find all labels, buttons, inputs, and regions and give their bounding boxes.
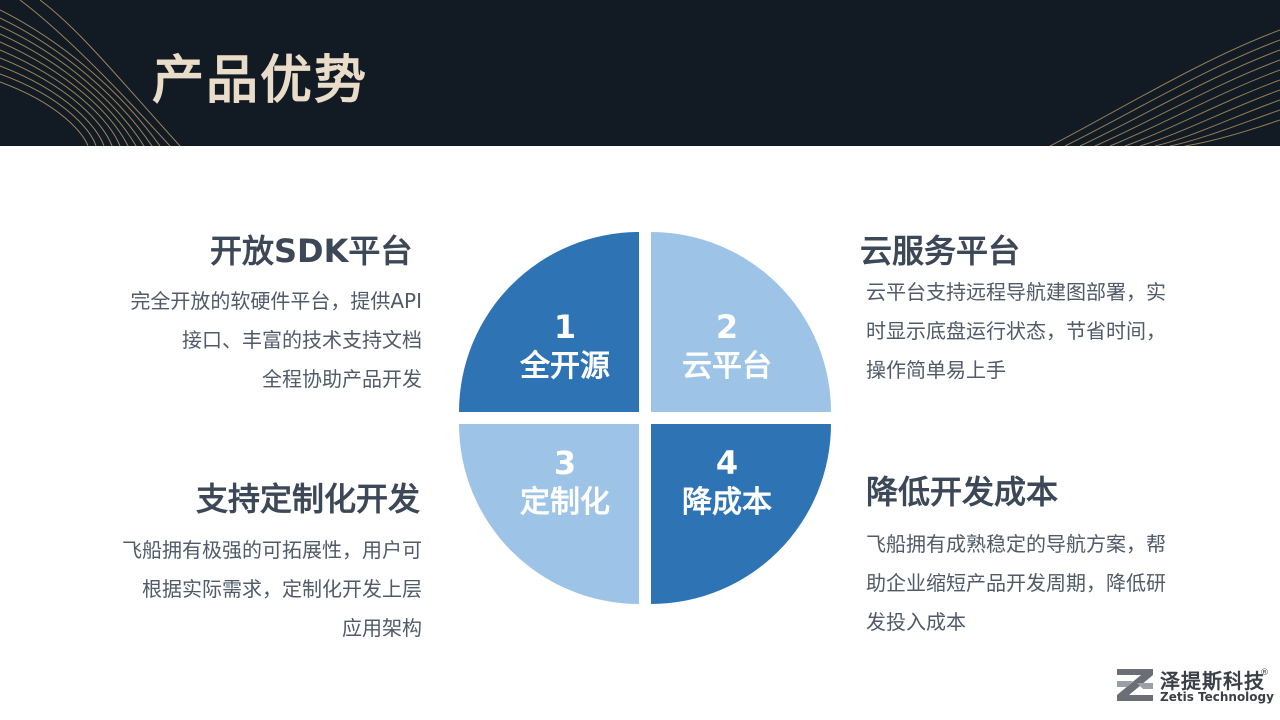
quadrant-4-segment [651, 424, 831, 604]
feature-heading-cloud-service: 云服务平台 [860, 232, 1021, 270]
feature-line: 完全开放的软硬件平台，提供API [130, 289, 422, 313]
quadrant-3-label: 定制化 [520, 485, 610, 520]
quadrant-2-segment [651, 232, 831, 412]
feature-heading-customization: 支持定制化开发 [195, 480, 420, 518]
brand-name-en: Zetis Technology [1160, 690, 1274, 704]
feature-heading-open-sdk: 开放SDK平台 [210, 232, 413, 270]
feature-line: 根据实际需求，定制化开发上层 [142, 577, 422, 601]
quadrant-4-number: 4 [716, 444, 738, 482]
feature-text-customization: 飞船拥有极强的可拓展性，用户可 根据实际需求，定制化开发上层 应用架构 [122, 531, 422, 648]
quadrant-1-label: 全开源 [519, 349, 610, 384]
header-banner: 产品优势 [0, 0, 1280, 146]
registered-mark: ® [1260, 668, 1269, 678]
quadrant-4-label: 降成本 [682, 485, 772, 520]
feature-text-open-sdk: 完全开放的软硬件平台，提供API 接口、丰富的技术支持文档 全程协助产品开发 [130, 282, 422, 399]
feature-text-cloud-service: 云平台支持远程导航建图部署，实 时显示底盘运行状态，节省时间， 操作简单易上手 [866, 273, 1166, 390]
quadrant-pie: 1 全开源 2 云平台 3 定制化 4 降成本 [459, 232, 831, 604]
quadrant-2-label: 云平台 [682, 349, 772, 384]
feature-line: 云平台支持远程导航建图部署，实 [866, 280, 1166, 304]
quadrant-1-number: 1 [554, 308, 576, 346]
feature-text-reduce-cost: 飞船拥有成熟稳定的导航方案，帮 助企业缩短产品开发周期，降低研 发投入成本 [866, 525, 1166, 642]
quadrant-3-segment [459, 424, 639, 604]
brand-name-cn: 泽提斯科技 [1160, 669, 1265, 693]
feature-line: 飞船拥有极强的可拓展性，用户可 [122, 538, 422, 562]
feature-line: 全程协助产品开发 [262, 367, 422, 391]
feature-line: 应用架构 [342, 616, 422, 640]
feature-heading-reduce-cost: 降低开发成本 [866, 473, 1059, 511]
feature-line: 操作简单易上手 [866, 358, 1006, 382]
zetis-logo-icon [1117, 669, 1153, 701]
quadrant-3-number: 3 [554, 444, 576, 482]
feature-line: 接口、丰富的技术支持文档 [182, 328, 422, 352]
quadrant-1-segment [459, 232, 639, 412]
feature-line: 发投入成本 [866, 610, 966, 634]
slide-title: 产品优势 [152, 51, 369, 111]
feature-line: 助企业缩短产品开发周期，降低研 [866, 571, 1166, 595]
feature-line: 时显示底盘运行状态，节省时间， [866, 319, 1166, 343]
quadrant-2-number: 2 [716, 308, 738, 346]
gold-wave-decoration [0, 0, 1280, 146]
feature-line: 飞船拥有成熟稳定的导航方案，帮 [866, 532, 1166, 556]
